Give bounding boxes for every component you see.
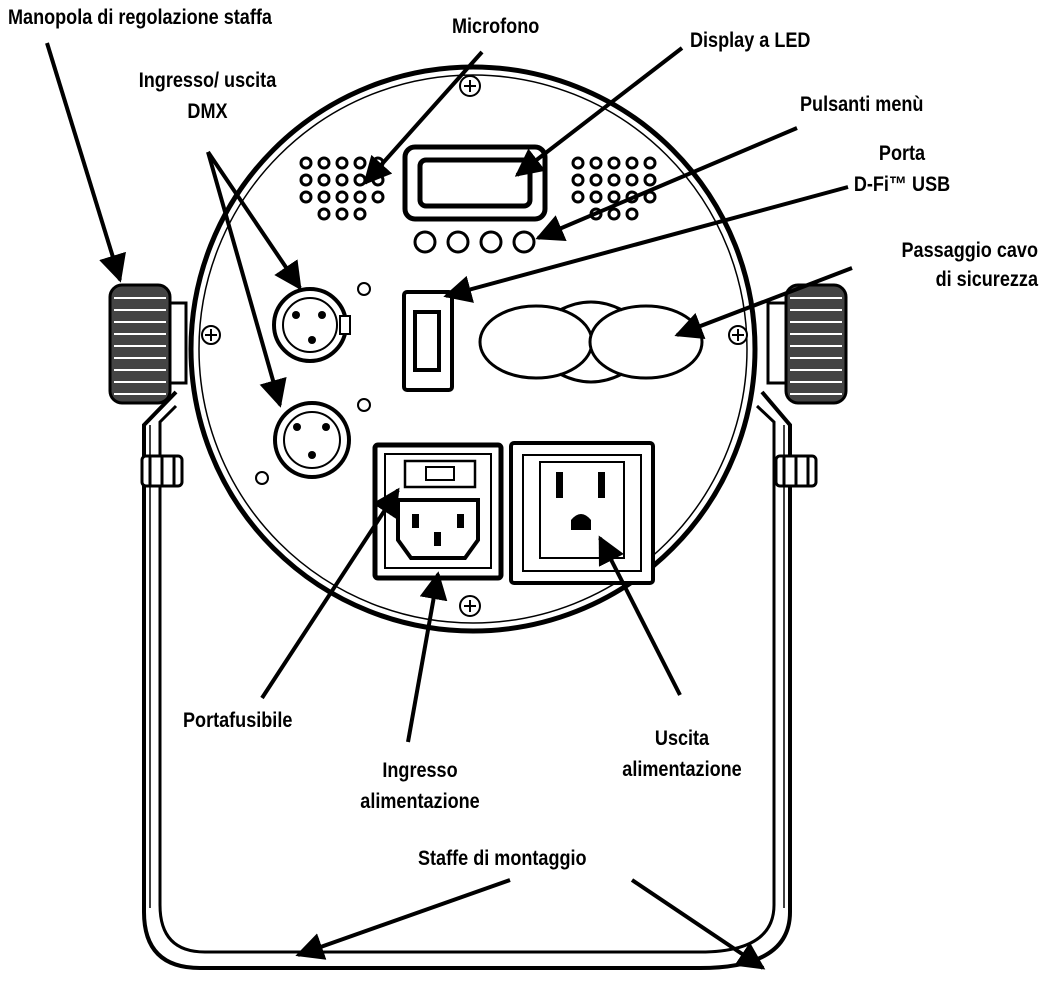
power-output-outlet[interactable]	[509, 441, 655, 585]
safety-cable-passage	[478, 300, 704, 384]
label-fuse-holder: Portafusibile	[183, 709, 293, 732]
usb-port[interactable]	[402, 290, 454, 392]
power-inlet-socket[interactable]	[396, 498, 480, 560]
label-dmx-in-out: Ingresso/ uscita DMX	[138, 69, 277, 123]
label-microphone: Microfono	[452, 15, 540, 38]
label-power-input: Ingresso alimentazione	[360, 759, 480, 813]
housing-screw	[201, 325, 221, 345]
led-display	[402, 144, 548, 222]
housing-screw	[459, 75, 481, 97]
dmx-input-connector[interactable]	[272, 282, 371, 363]
adjustment-knob-right[interactable]	[766, 283, 848, 405]
microphone-grille-right	[571, 156, 657, 221]
label-power-output: Uscita alimentazione	[622, 727, 742, 781]
menu-button-3[interactable]	[479, 230, 503, 254]
menu-button-1[interactable]	[413, 230, 437, 254]
callout-arrows	[45, 42, 853, 970]
mounting-bracket	[142, 390, 792, 970]
bracket-bolt-left	[140, 454, 184, 488]
menu-button-4[interactable]	[512, 230, 536, 254]
label-usb-port: Porta D-Fi™ USB	[853, 142, 951, 196]
housing-screw	[728, 325, 748, 345]
label-mounting-brackets: Staffe di montaggio	[418, 847, 587, 870]
fuse-holder[interactable]	[403, 459, 477, 489]
housing-screw	[459, 595, 481, 617]
label-led-display: Display a LED	[690, 29, 811, 52]
label-safety-cable: Passaggio cavo di sicurezza	[901, 239, 1038, 291]
bracket-bolt-right	[774, 454, 818, 488]
adjustment-knob-left[interactable]	[108, 283, 188, 405]
menu-button-2[interactable]	[446, 230, 470, 254]
label-adjustment-knob: Manopola di regolazione staffa	[8, 6, 272, 29]
label-menu-buttons: Pulsanti menù	[800, 93, 924, 116]
dmx-output-connector[interactable]	[255, 398, 371, 485]
